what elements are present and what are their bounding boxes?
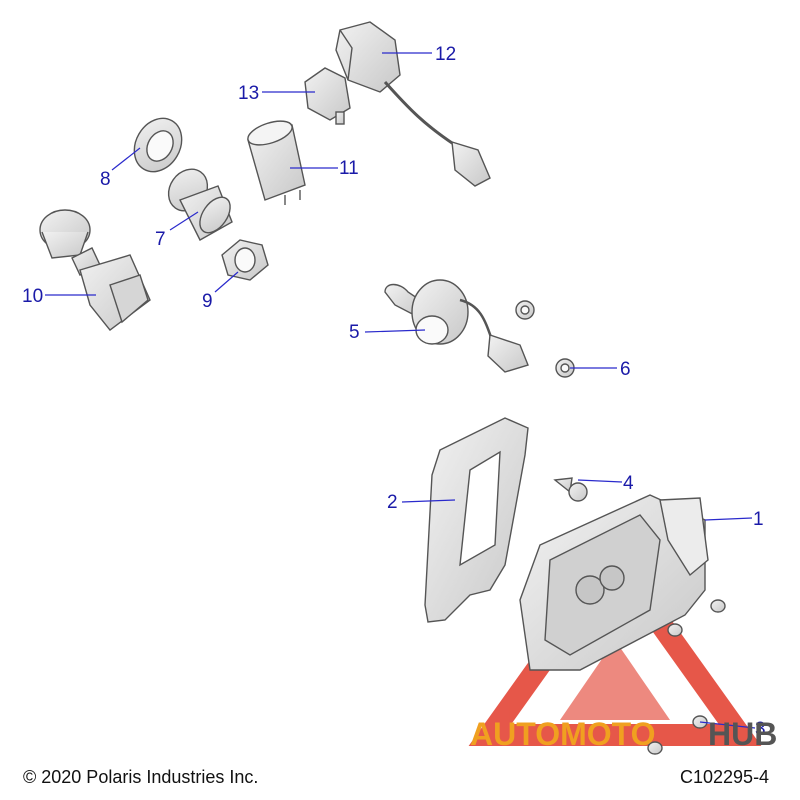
part-5-sensor (384, 279, 529, 373)
callout-9: 9 (202, 291, 213, 312)
callout-leaders (45, 52, 756, 729)
callout-3: 3 (755, 719, 766, 740)
part-13-relay (304, 67, 351, 125)
callout-12: 12 (435, 44, 457, 65)
part-3-screws (647, 599, 726, 755)
callout-8: 8 (100, 169, 111, 190)
watermark-text-automoto: AUTOMOTO (470, 716, 656, 752)
small-bolt (515, 300, 535, 320)
copyright-text: © 2020 Polaris Industries Inc. (23, 767, 259, 787)
callout-5: 5 (349, 322, 360, 343)
part-9-nut (221, 239, 269, 281)
callout-2: 2 (387, 492, 398, 513)
part-11-cylinder (247, 120, 306, 205)
callout-13: 13 (238, 83, 260, 104)
callout-4: 4 (623, 473, 634, 494)
part-12-connector (335, 21, 491, 187)
part-4-rivet (553, 477, 588, 502)
part-7-socket (167, 168, 233, 241)
callout-6: 6 (620, 359, 631, 380)
callout-7: 7 (155, 229, 166, 250)
part-2-bracket (424, 417, 529, 623)
callout-1: 1 (753, 509, 764, 530)
callout-10: 10 (22, 286, 44, 307)
part-8-ring-nut (133, 117, 183, 173)
part-10-switch (39, 209, 151, 331)
diagram-code: C102295-4 (680, 767, 770, 787)
part-1-ecu (519, 494, 709, 671)
watermark-text-hub: HUB (708, 716, 778, 752)
callout-11: 11 (339, 158, 359, 179)
